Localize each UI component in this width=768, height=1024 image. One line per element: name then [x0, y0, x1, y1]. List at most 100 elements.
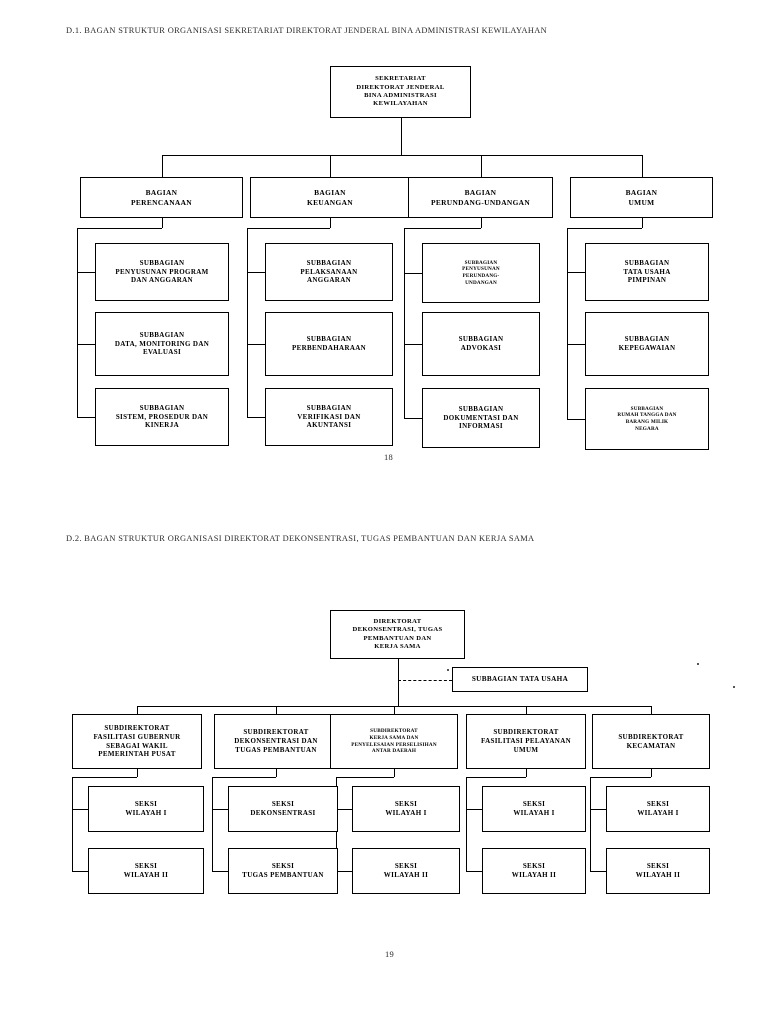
scan-artifact-dot-2 — [733, 686, 735, 688]
chart-d1-sub-branch-0-1 — [77, 344, 95, 346]
chart-d2-subdir-drop-4 — [651, 706, 653, 714]
chart-d1-sub-branch-1-2 — [247, 417, 265, 419]
chart-d2-staff-unit-box-label: SUBBAGIAN TATA USAHA — [471, 674, 569, 683]
chart-d2-spine-top-4 — [590, 777, 651, 779]
chart-d2-section-branch-1-0 — [212, 809, 228, 811]
page-number-19: 19 — [385, 949, 395, 959]
scan-artifact-dot-1 — [697, 663, 699, 665]
chart-d2-subdir-stub-4 — [651, 769, 653, 777]
chart-d2-subdir-drop-3 — [526, 706, 528, 714]
chart-d1-spine-top-0 — [77, 228, 162, 230]
chart-d1-dept-drop-1 — [330, 155, 332, 177]
chart-d1-spine-1 — [247, 228, 249, 417]
chart-d1-spine-top-1 — [247, 228, 330, 230]
chart-d2-subdir-stub-0 — [137, 769, 139, 777]
chart-d2-root-trunk — [397, 659, 399, 706]
chart-d1-horizontal-bus — [161, 155, 642, 157]
chart-d1-sub-branch-3-1 — [567, 344, 585, 346]
chart-d1-dept-drop-0 — [161, 155, 163, 177]
chart-d1-sub-branch-2-2 — [404, 418, 422, 420]
chart-d2-spine-top-3 — [466, 777, 526, 779]
chart-d2-spine-4 — [590, 777, 592, 871]
chart-d2-staff-dashed-link — [397, 679, 452, 681]
chart-d1-dept-stub-0 — [161, 218, 163, 228]
chart-d2-subdir-stub-2 — [394, 769, 396, 777]
chart-d2-section-branch-4-1 — [590, 871, 606, 873]
chart-d1-spine-top-3 — [567, 228, 642, 230]
chart-d2-spine-0 — [72, 777, 74, 871]
chart-d1-title: D.1. BAGAN STRUKTUR ORGANISASI SEKRETARI… — [66, 26, 548, 35]
chart-d2-section-branch-0-0 — [72, 809, 88, 811]
chart-d2-section-branch-1-1 — [212, 871, 228, 873]
chart-d1-spine-0 — [77, 228, 79, 417]
chart-d1-sub-branch-2-1 — [404, 344, 422, 346]
chart-d2-subdir-stub-3 — [526, 769, 528, 777]
chart-d1-dept-stub-2 — [480, 218, 482, 228]
chart-d1-sub-branch-1-1 — [247, 344, 265, 346]
chart-d2-section-branch-2-0 — [336, 809, 352, 811]
chart-d1-dept-drop-2 — [480, 155, 482, 177]
chart-d2-title: D.2. BAGAN STRUKTUR ORGANISASI DIREKTORA… — [66, 534, 535, 543]
chart-d1-sub-branch-0-2 — [77, 417, 95, 419]
chart-d1-sub-branch-2-0 — [404, 273, 422, 275]
chart-d1-dept-stub-1 — [330, 218, 332, 228]
chart-d2-spine-top-1 — [212, 777, 276, 779]
page-number-18: 18 — [384, 452, 394, 462]
chart-d2-subdir-drop-2 — [394, 706, 396, 714]
chart-d2-section-branch-3-1 — [466, 871, 482, 873]
chart-d2-section-branch-4-0 — [590, 809, 606, 811]
chart-d1-sub-branch-3-2 — [567, 419, 585, 421]
